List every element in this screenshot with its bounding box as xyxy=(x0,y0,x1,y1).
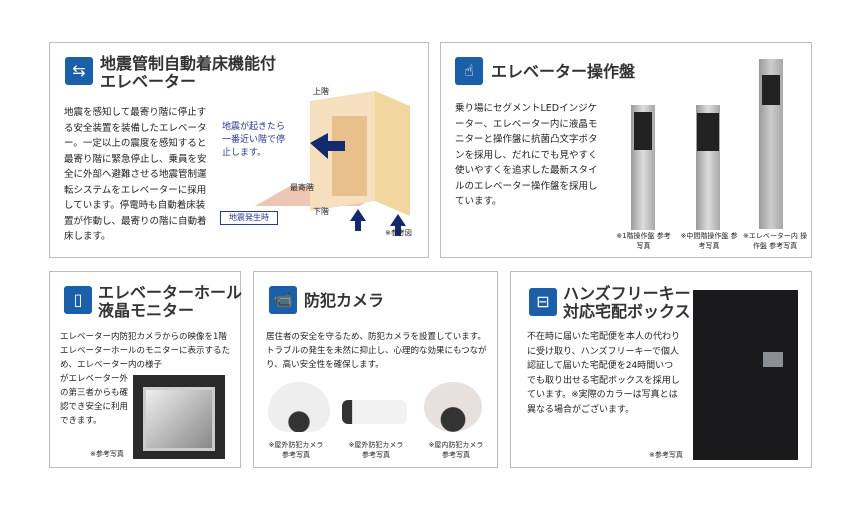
photo-delivery-box xyxy=(693,290,798,460)
panel-delivery-box: ⊟ ハンズフリーキー対応宅配ボックス 不在時に届いた宅配便を本人の代わりに受け取… xyxy=(510,271,812,468)
title-line: 地震管制自動着床機能付 xyxy=(100,54,277,73)
caption: ※屋内防犯カメラ 参考写真 xyxy=(428,441,484,459)
camera-icon: 📹 xyxy=(269,286,297,314)
panel-hall-monitor: ▯ エレベーターホール液晶モニター エレベーター内防犯カメラからの映像を1階エレ… xyxy=(49,271,242,468)
panel-body: 乗り場にセグメントLEDインジケーター、エレベーター内に液晶モニターと操作盤に抗… xyxy=(455,103,598,207)
title-line: 対応宅配ボックス xyxy=(563,302,691,321)
note: ※参考写真 xyxy=(90,450,124,458)
monitor-icon: ▯ xyxy=(64,286,92,314)
caption: ※中間階操作盤 参考写真 xyxy=(680,232,738,250)
caption: ※エレベーター内 操作盤 参考写真 xyxy=(742,232,808,250)
photo-mid-panel xyxy=(696,105,720,230)
callout: 地震が起きたら一番近い階で停止します。 xyxy=(222,122,286,158)
panel-security-camera: 📹 防犯カメラ 居住者の安全を守るため、防犯カメラを設置しています。トラブルの発… xyxy=(253,271,498,468)
panel-body: 地震を感知して最寄り階に停止する安全装置を装備したエレベーター。一定以上の震度を… xyxy=(64,107,207,242)
panel-body: 不在時に届いた宅配便を本人の代わりに受け取り、ハンズフリーキーで個人認証して届い… xyxy=(527,332,681,415)
panel-title: 防犯カメラ xyxy=(304,291,385,310)
note: ※参考図 xyxy=(385,229,412,237)
photo-bullet-camera xyxy=(342,400,407,424)
caption: ※屋外防犯カメラ 参考写真 xyxy=(268,441,324,459)
car xyxy=(332,116,367,196)
photo-monitor xyxy=(133,375,225,459)
label-upper: 上階 xyxy=(313,87,329,96)
caption: ※1階操作盤 参考写真 xyxy=(616,232,671,250)
button-panel-icon: ☝ xyxy=(455,57,483,85)
label-lower: 下階 xyxy=(313,207,329,216)
panel-title: エレベーターホール液晶モニター xyxy=(98,284,242,320)
label-nearest: 最寄階 xyxy=(290,183,314,192)
caption: ※屋外防犯カメラ 参考写真 xyxy=(348,441,404,459)
earthquake-diagram xyxy=(255,91,410,236)
panel-control-panel: ☝ エレベーター操作盤 乗り場にセグメントLEDインジケーター、エレベーター内に… xyxy=(440,42,812,258)
panel-earthquake-elevator: ⇆ 地震管制自動着床機能付エレベーター 地震を感知して最寄り階に停止する安全装置… xyxy=(49,42,429,258)
panel-body-side: がエレベーター外の第三者からも確認でき安全に利用できます。 xyxy=(60,374,129,426)
title-line: ハンズフリーキー xyxy=(563,284,691,303)
photo-dome-camera-outdoor xyxy=(268,382,330,432)
event-label: 地震発生時 xyxy=(220,211,278,225)
arrow-left-icon xyxy=(310,133,345,159)
elevator-icon: ⇆ xyxy=(65,57,93,85)
shaft-side xyxy=(375,91,410,216)
panel-title: 地震管制自動着床機能付エレベーター xyxy=(100,55,276,91)
panel-title: ハンズフリーキー対応宅配ボックス xyxy=(563,285,691,321)
panel-title: エレベーター操作盤 xyxy=(491,62,636,81)
photo-dome-camera-indoor xyxy=(424,382,482,432)
panel-body: エレベーター内防犯カメラからの映像を1階エレベーターホールのモニターに表示するた… xyxy=(60,332,231,370)
panel-body: 居住者の安全を守るため、防犯カメラを設置しています。トラブルの発生を未然に抑止し… xyxy=(266,332,487,370)
photo-1f-panel xyxy=(631,105,655,230)
title-line: 液晶モニター xyxy=(98,301,195,320)
title-line: エレベーターホール xyxy=(98,283,243,302)
arrow-up-icon xyxy=(390,214,406,236)
arrow-up-icon xyxy=(350,209,366,231)
title-line: エレベーター xyxy=(100,72,197,91)
note: ※参考写真 xyxy=(649,451,683,459)
delivery-box-icon: ⊟ xyxy=(529,288,557,316)
photo-car-panel xyxy=(759,59,783,229)
